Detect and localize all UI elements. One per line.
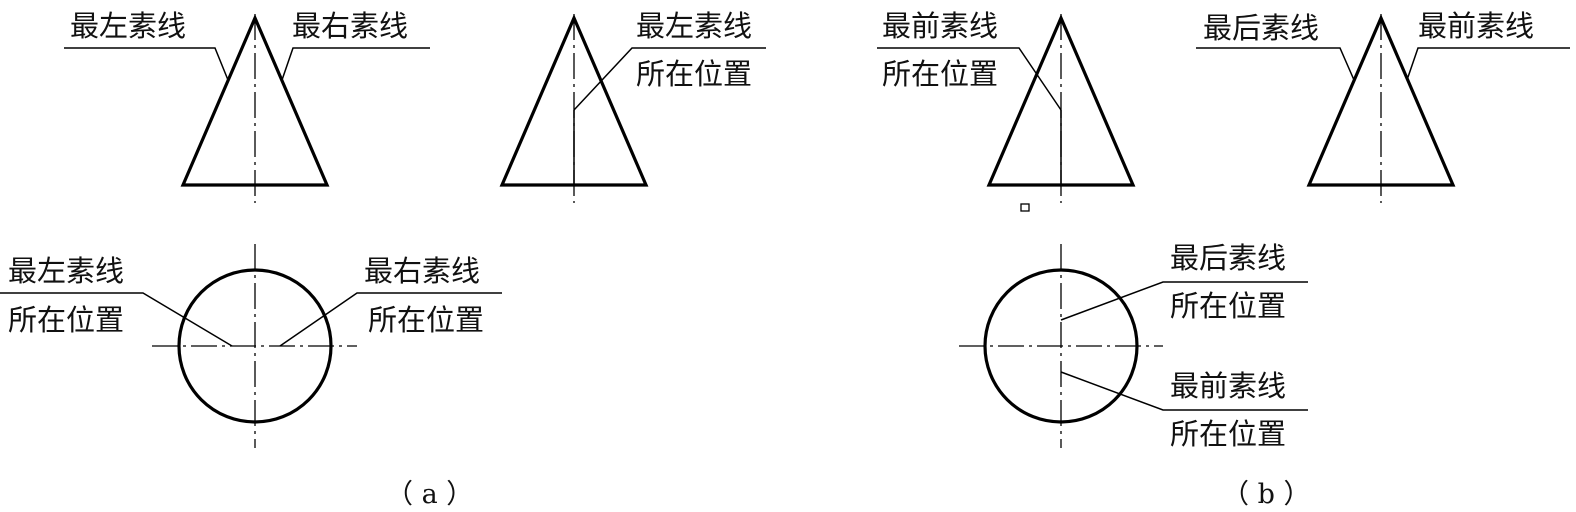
- a-front-left-label: 最左素线: [70, 9, 186, 43]
- a-front-left-leader: [64, 47, 229, 81]
- b-side-right-leader: [1406, 47, 1570, 81]
- b-top-lower-leader: [1060, 371, 1308, 411]
- a-top-circle: [177, 268, 333, 424]
- b-side-right-label: 最前素线: [1418, 9, 1534, 43]
- a-side-leader: [573, 47, 766, 111]
- b-top-upper-label-bottom: 所在位置: [1170, 289, 1286, 323]
- a-side-label-top: 最左素线: [636, 9, 752, 43]
- a-top-view: 最左素线 所在位置 最右素线 所在位置: [0, 244, 502, 448]
- b-top-lower-label-bottom: 所在位置: [1170, 417, 1286, 451]
- b-side-left-leader: [1196, 47, 1355, 81]
- b-front-leader: [877, 47, 1062, 111]
- a-front-view: 最左素线 最右素线: [64, 9, 430, 203]
- b-top-view: 最后素线 所在位置 最前素线 所在位置: [959, 241, 1308, 451]
- b-top-lower-label-top: 最前素线: [1170, 369, 1286, 403]
- a-top-right-label-top: 最右素线: [364, 254, 480, 288]
- b-side-left-label: 最后素线: [1203, 11, 1319, 45]
- a-top-right-leader: [279, 292, 502, 347]
- a-top-left-leader: [0, 292, 233, 347]
- b-side-cone-outline: [1306, 13, 1456, 187]
- a-front-right-leader: [281, 47, 430, 81]
- a-side-view: 最左素线 所在位置: [499, 9, 766, 203]
- b-top-upper-leader: [1060, 281, 1308, 321]
- a-side-label-bottom: 所在位置: [636, 57, 752, 91]
- b-top-upper-label-top: 最后素线: [1170, 241, 1286, 275]
- a-top-left-label-bottom: 所在位置: [8, 303, 124, 337]
- panel-a: 最左素线 最右素线 最左素线 所在位置 最左素线 所在位置 最右素线 所在位置 …: [0, 9, 766, 510]
- b-front-view: 最前素线 所在位置: [877, 9, 1136, 212]
- b-top-circle: [983, 268, 1139, 424]
- a-top-right-label-bottom: 所在位置: [368, 303, 484, 337]
- caption-a: （ a ）: [386, 479, 473, 510]
- a-front-right-label: 最右素线: [292, 9, 408, 43]
- b-small-square-marker: [1020, 203, 1030, 212]
- a-front-cone-outline: [180, 13, 330, 187]
- b-side-view: 最后素线 最前素线: [1196, 9, 1570, 203]
- b-front-label-bottom: 所在位置: [882, 57, 998, 91]
- caption-b: （ b ）: [1222, 479, 1310, 510]
- a-top-left-label-top: 最左素线: [8, 254, 124, 288]
- panel-b: 最前素线 所在位置 最后素线 最前素线 最后素线 所在位置 最前素线 所在位置 …: [877, 9, 1570, 510]
- b-front-label-top: 最前素线: [882, 9, 998, 43]
